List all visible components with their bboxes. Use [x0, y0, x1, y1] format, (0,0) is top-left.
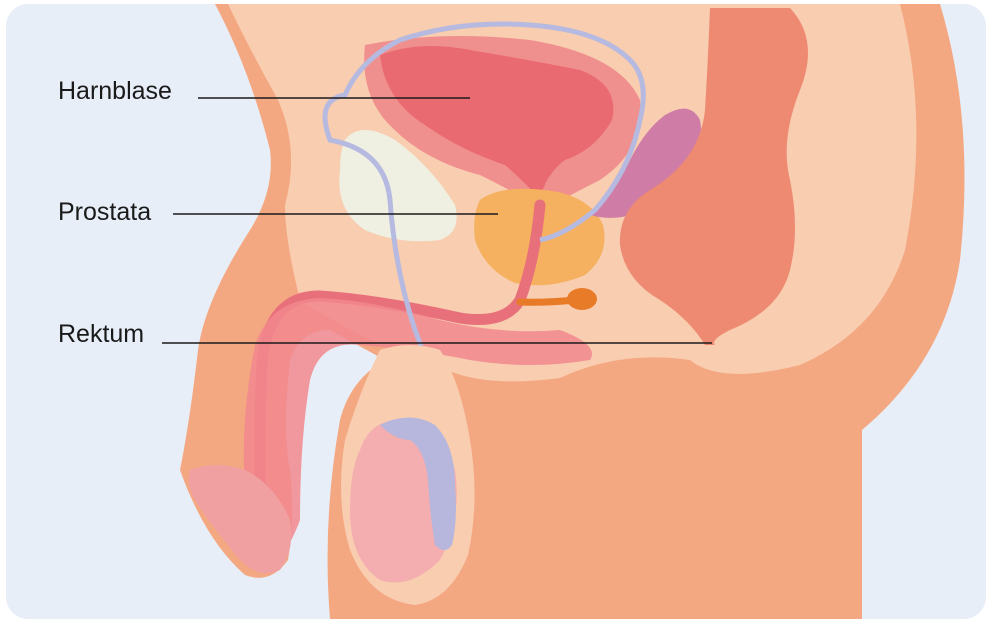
label-harnblase: Harnblase — [58, 77, 172, 105]
label-prostata: Prostata — [58, 198, 151, 226]
label-rektum: Rektum — [58, 320, 144, 348]
bulbourethral-gland-bulb — [567, 288, 597, 310]
bulbourethral-gland — [520, 300, 575, 302]
